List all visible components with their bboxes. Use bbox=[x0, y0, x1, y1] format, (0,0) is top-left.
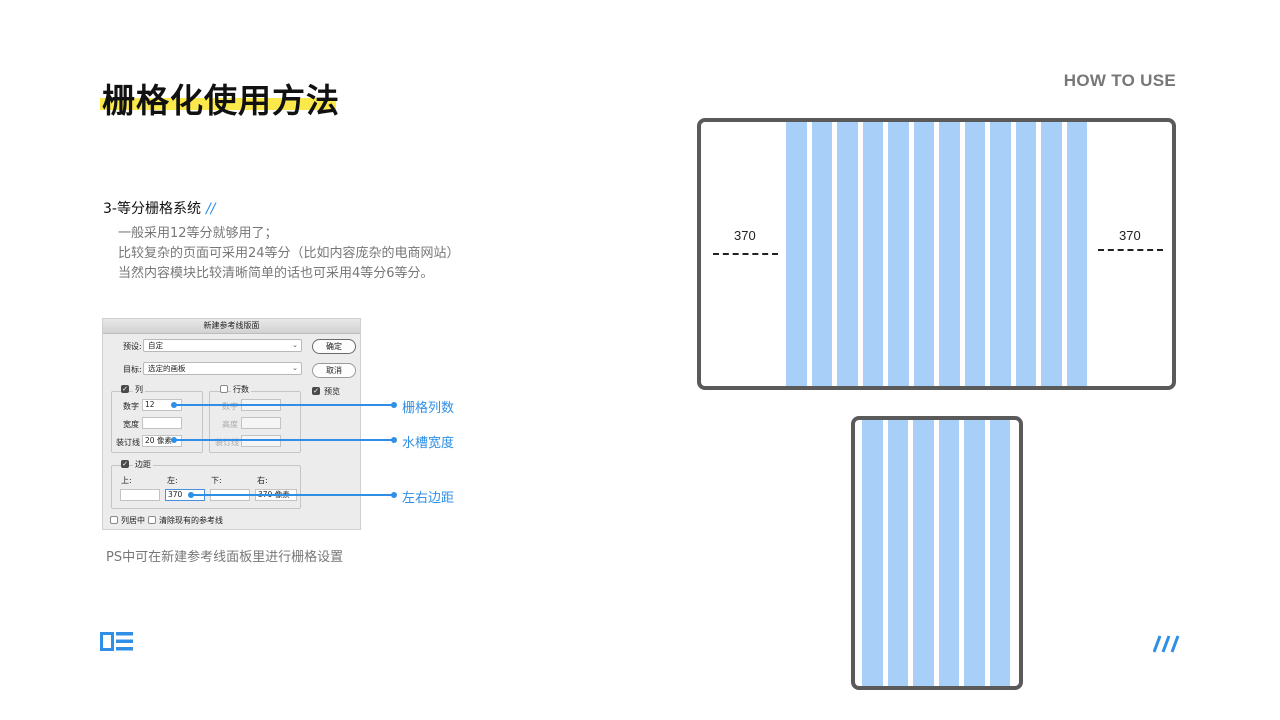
callout-margins: 左右边距 bbox=[402, 491, 455, 506]
preset-select-value: 自定 bbox=[148, 341, 163, 350]
new-guide-layout-dialog: 新建参考线版面 预设: 自定 ⌄ 目标: 选定的画板 ⌄ 确定 取消 ✓ 预览 … bbox=[102, 318, 361, 530]
page-title: 栅格化使用方法 bbox=[102, 81, 340, 120]
preset-select[interactable]: 自定 ⌄ bbox=[143, 339, 302, 352]
clear-guides-label: 清除现有的参考线 bbox=[159, 516, 223, 525]
desktop-margin-left-label: 370 bbox=[734, 228, 756, 243]
desktop-margin-right-line bbox=[1098, 249, 1163, 251]
desktop-grid-frame bbox=[697, 118, 1176, 390]
margin-top-label: 上: bbox=[121, 476, 132, 485]
row-height-label: 高度 bbox=[222, 420, 238, 429]
description-line: 当然内容模块比较清晰简单的话也可采用4等分6等分。 bbox=[118, 266, 434, 281]
target-select-value: 选定的画板 bbox=[148, 364, 186, 373]
desktop-grid-column bbox=[939, 122, 960, 386]
mobile-grid-frame bbox=[851, 416, 1023, 690]
description-line: 一般采用12等分就够用了； bbox=[118, 226, 278, 241]
chevron-down-icon: ⌄ bbox=[292, 341, 298, 349]
desktop-grid-column bbox=[888, 122, 909, 386]
callout-leader-line bbox=[174, 404, 394, 406]
desktop-grid-column bbox=[990, 122, 1011, 386]
margins-group-label: 边距 bbox=[133, 459, 153, 470]
dialog-title: 新建参考线版面 bbox=[103, 319, 360, 334]
rows-checkbox[interactable] bbox=[220, 385, 228, 393]
desktop-grid-column bbox=[1041, 122, 1062, 386]
mobile-grid-column bbox=[938, 420, 959, 686]
columns-checkbox[interactable]: ✓ bbox=[121, 385, 129, 393]
desktop-grid-column bbox=[1066, 122, 1087, 386]
desktop-margin-right-label: 370 bbox=[1119, 228, 1141, 243]
callout-columns: 栅格列数 bbox=[402, 401, 455, 416]
cancel-button[interactable]: 取消 bbox=[312, 363, 356, 378]
columns-group-label: 列 bbox=[133, 384, 145, 395]
desktop-grid-column bbox=[837, 122, 858, 386]
margin-top-input[interactable] bbox=[120, 489, 160, 501]
title-highlight bbox=[100, 98, 336, 110]
triple-slash-icon bbox=[1153, 635, 1180, 653]
mobile-grid-column bbox=[989, 420, 1010, 686]
callout-leader-line bbox=[174, 439, 394, 441]
col-gutter-label: 装订线 bbox=[116, 438, 140, 447]
chevron-down-icon: ⌄ bbox=[292, 364, 298, 372]
row-number-label: 数字 bbox=[222, 402, 238, 411]
columns-group bbox=[111, 391, 203, 453]
callout-dot bbox=[391, 437, 397, 443]
desktop-grid-column bbox=[1015, 122, 1036, 386]
section-heading-text: 3-等分栅格系统 bbox=[103, 201, 201, 217]
center-columns-checkbox[interactable] bbox=[110, 516, 118, 524]
margin-left-label: 左: bbox=[167, 476, 178, 485]
preset-label: 预设: bbox=[123, 342, 142, 351]
clear-guides-checkbox[interactable] bbox=[148, 516, 156, 524]
col-width-label: 宽度 bbox=[123, 420, 139, 429]
section-heading-marker: // bbox=[205, 201, 216, 217]
grid-layout-logo-icon bbox=[100, 632, 133, 651]
section-tag: HOW TO USE bbox=[1063, 71, 1176, 90]
target-label: 目标: bbox=[123, 365, 142, 374]
dialog-caption: PS中可在新建参考线面板里进行栅格设置 bbox=[106, 550, 344, 565]
margin-bottom-label: 下: bbox=[211, 476, 222, 485]
margins-group bbox=[111, 465, 301, 509]
desktop-grid-column bbox=[862, 122, 883, 386]
preview-label: 预览 bbox=[324, 387, 340, 396]
callout-dot bbox=[391, 402, 397, 408]
margins-checkbox[interactable]: ✓ bbox=[121, 460, 129, 468]
callout-dot bbox=[391, 492, 397, 498]
target-select[interactable]: 选定的画板 ⌄ bbox=[143, 362, 302, 375]
mobile-grid-column bbox=[964, 420, 985, 686]
ok-button[interactable]: 确定 bbox=[312, 339, 356, 354]
rows-group-label: 行数 bbox=[231, 384, 251, 395]
row-height-input[interactable] bbox=[241, 417, 281, 429]
rows-group bbox=[209, 391, 301, 453]
callout-gutter: 水槽宽度 bbox=[402, 436, 455, 451]
col-width-input[interactable] bbox=[142, 417, 182, 429]
desktop-grid-column bbox=[913, 122, 934, 386]
section-description: 一般采用12等分就够用了； 比较复杂的页面可采用24等分（比如内容庞杂的电商网站… bbox=[118, 224, 460, 284]
row-gutter-input[interactable] bbox=[241, 435, 281, 447]
desktop-grid-column bbox=[964, 122, 985, 386]
mobile-grid-column bbox=[862, 420, 883, 686]
mobile-grid-column bbox=[887, 420, 908, 686]
mobile-grid-column bbox=[913, 420, 934, 686]
callout-leader-line bbox=[191, 494, 394, 496]
col-number-label: 数字 bbox=[123, 402, 139, 411]
center-columns-label: 列居中 bbox=[121, 516, 145, 525]
desktop-margin-left-line bbox=[713, 253, 778, 255]
margin-right-label: 右: bbox=[257, 476, 268, 485]
row-gutter-label: 装订线 bbox=[215, 438, 239, 447]
preview-checkbox[interactable]: ✓ bbox=[312, 387, 320, 395]
desktop-grid-column bbox=[811, 122, 832, 386]
desktop-grid-column bbox=[786, 122, 807, 386]
description-line: 比较复杂的页面可采用24等分（比如内容庞杂的电商网站） bbox=[118, 246, 460, 261]
section-heading: 3-等分栅格系统// bbox=[103, 198, 215, 218]
